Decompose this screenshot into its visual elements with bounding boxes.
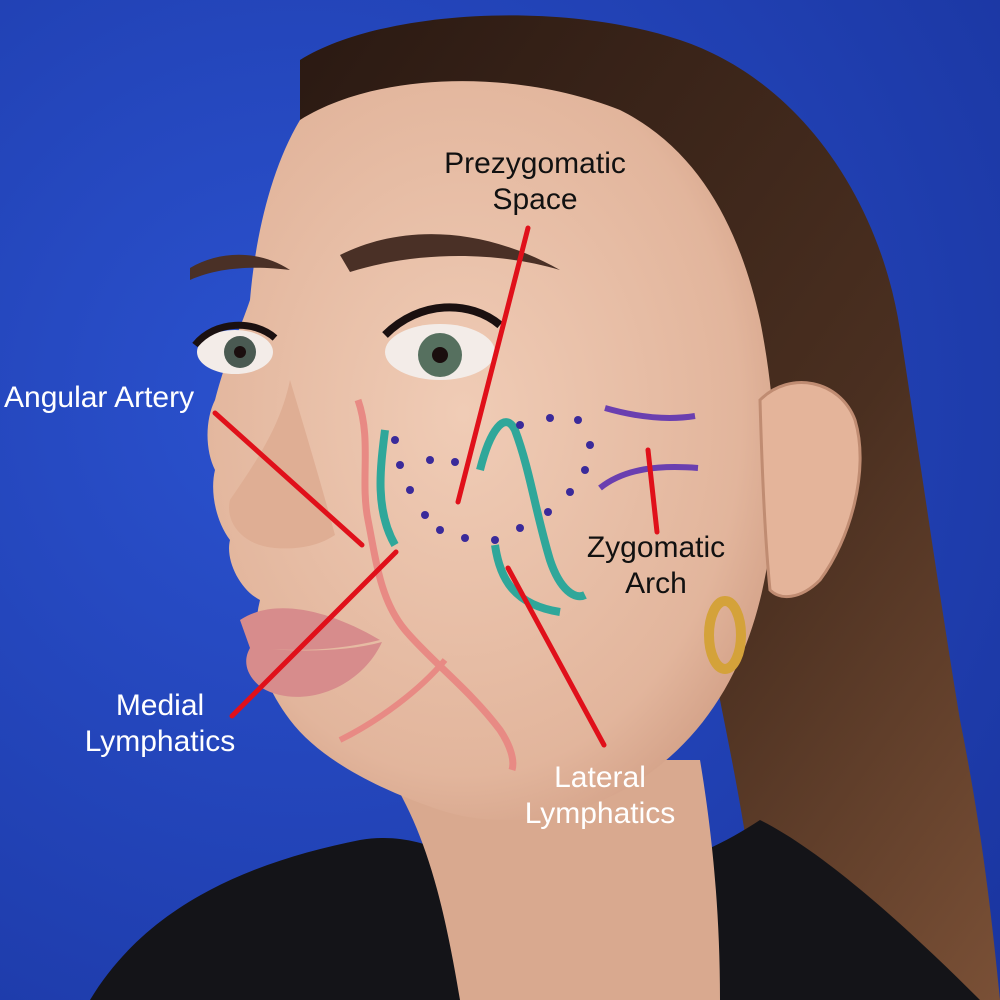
prezygomatic-pointer bbox=[455, 225, 531, 505]
eyelashes bbox=[382, 303, 503, 338]
zygomatic-label-line2: Arch bbox=[625, 567, 687, 600]
lateral-lymphatics-marking bbox=[476, 418, 587, 616]
prezygomatic-label-line1: Prezygomatic bbox=[444, 147, 626, 180]
zygomatic-arch-pointer bbox=[645, 447, 660, 535]
angular-artery-label: Angular Artery bbox=[4, 380, 234, 416]
angular-label-line1: Angular Artery bbox=[4, 381, 195, 414]
hair bbox=[300, 15, 1000, 1000]
medial-label-line1: Medial bbox=[115, 689, 205, 722]
medial-lymphatics-marking bbox=[376, 429, 399, 547]
angular-artery-marking bbox=[354, 398, 517, 772]
prezygomatic-space-label: Prezygomatic Space bbox=[420, 146, 650, 218]
lateral-label-line2: Lymphatics bbox=[524, 797, 676, 830]
angular-artery-pointer bbox=[212, 410, 365, 548]
ear bbox=[758, 381, 862, 599]
neck bbox=[380, 760, 720, 1000]
lateral-label-line1: Lateral bbox=[554, 761, 646, 794]
medial-lymphatics-pointer bbox=[229, 549, 399, 719]
lateral-lymphatics-label: Lateral Lymphatics bbox=[500, 760, 700, 832]
lateral-lymphatics-pointer bbox=[505, 565, 607, 748]
earring bbox=[704, 596, 746, 674]
left-eyebrow bbox=[190, 254, 290, 280]
zygomatic-arch-label: Zygomatic Arch bbox=[566, 530, 746, 602]
zygomatic-label-line1: Zygomatic bbox=[586, 531, 726, 564]
prezygomatic-label-line2: Space bbox=[492, 183, 578, 216]
medial-lymphatics-label: Medial Lymphatics bbox=[60, 688, 260, 760]
zygomatic-arch-marking-upper bbox=[604, 405, 696, 421]
right-eyebrow bbox=[340, 234, 560, 272]
medial-label-line2: Lymphatics bbox=[84, 725, 236, 758]
pointer-lines bbox=[212, 225, 660, 748]
prezygomatic-dots bbox=[391, 414, 594, 544]
zygomatic-arch-marking-lower bbox=[598, 464, 699, 491]
nose bbox=[229, 380, 335, 549]
